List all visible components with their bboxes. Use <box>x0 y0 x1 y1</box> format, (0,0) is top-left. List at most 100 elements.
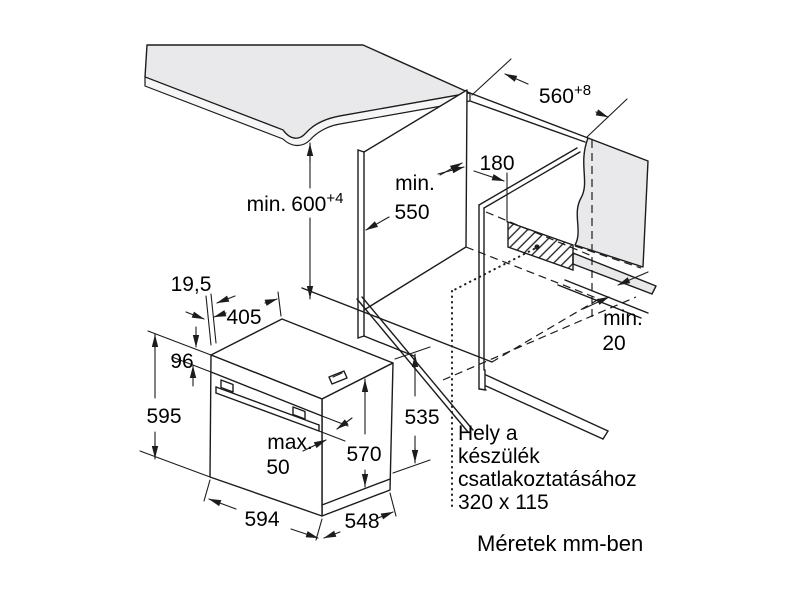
note-line-1: Hely a <box>458 422 518 445</box>
dim-rear-height: 535 <box>392 346 440 474</box>
ext-line <box>139 450 211 478</box>
units-note: Méretek mm-ben <box>477 531 643 556</box>
handle-bracket-right <box>292 406 306 420</box>
niche-top-cap <box>357 149 365 153</box>
dim-arrow <box>213 310 227 318</box>
rear-wall-panel <box>574 137 649 268</box>
right-plinth-bottom <box>485 385 604 440</box>
ext-line <box>147 330 212 356</box>
ext-line <box>394 346 431 360</box>
ext-line <box>315 518 323 541</box>
dimension-lines: 560+8 180 min. 550 min.600+4 <box>139 58 649 541</box>
ext-line <box>277 291 282 317</box>
right-wall-top-edge-2 <box>483 151 581 209</box>
right-cabinet <box>478 147 609 440</box>
dim-oven-width: 594 <box>203 479 323 541</box>
rear-wall <box>557 137 657 319</box>
dim-label-550: 550 <box>394 201 429 224</box>
dim-rear-gap: min. 20 <box>582 271 649 355</box>
countertop-edge-right-2 <box>469 100 586 143</box>
dim-label-50: 50 <box>266 456 289 479</box>
niche-plinth <box>363 335 415 357</box>
dim-label-19-5: 19,5 <box>171 273 212 296</box>
note-line-4: 320 x 115 <box>458 491 549 514</box>
countertop <box>144 44 589 147</box>
hidden-floor-back <box>465 246 600 300</box>
handle-bar-top <box>215 386 320 426</box>
dim-label-600: min.600+4 <box>247 190 344 216</box>
side-grip-inner <box>332 372 343 378</box>
dim-label-594: 594 <box>244 508 279 531</box>
dim-arrow <box>473 170 505 182</box>
hidden-lines <box>442 140 637 381</box>
right-plinth-cap <box>602 430 609 440</box>
ext-line <box>586 98 628 138</box>
leader-diagonal <box>451 248 535 292</box>
dim-label-min: min. <box>395 172 435 195</box>
niche-floor-front-edge <box>301 287 493 363</box>
ext-line <box>471 58 512 96</box>
connection-area <box>507 221 574 271</box>
dim-top-offset: 19,5 <box>171 273 236 346</box>
dim-oven-height: 595 <box>139 330 212 478</box>
control-panel-line <box>210 371 323 417</box>
rear-floor-edge-1 <box>564 279 649 314</box>
dim-arrow <box>365 216 390 231</box>
dim-arrow <box>323 530 341 539</box>
leader-dotted <box>451 248 535 508</box>
dim-handle-clearance: max. 50 <box>266 415 353 479</box>
right-wall-top-edge-1 <box>478 147 578 206</box>
dim-arrow <box>302 439 327 452</box>
dim-arrow <box>617 271 649 286</box>
dim-arrow <box>208 498 237 510</box>
ext-line <box>318 430 346 442</box>
oven <box>209 318 394 517</box>
ext-line <box>205 295 212 346</box>
connection-point-dot <box>534 244 540 250</box>
dim-panel-height: 96 <box>170 326 212 387</box>
dim-arrow <box>216 295 236 304</box>
dim-arrow <box>264 298 278 306</box>
ext-line <box>171 356 212 373</box>
dim-label-180: 180 <box>479 152 514 175</box>
handle-bar-bottom <box>215 392 320 432</box>
dim-oven-depth: 548 <box>323 492 397 539</box>
niche-side-panel <box>363 89 468 311</box>
dim-arrow <box>336 417 353 430</box>
dim-body-height: 570 <box>346 378 382 488</box>
dim-label-548: 548 <box>344 510 379 533</box>
hidden-base-diagonal <box>442 296 637 381</box>
right-plinth-top <box>485 374 609 432</box>
ext-line <box>210 293 217 344</box>
dim-niche-width: 560+8 <box>471 58 628 138</box>
dim-label-20: 20 <box>602 332 625 355</box>
hidden-shelf-top <box>485 211 593 257</box>
dim-label-535: 535 <box>404 406 439 429</box>
dim-label-570: 570 <box>346 443 381 466</box>
dim-arrow <box>595 109 609 118</box>
right-wall-foot-cap <box>478 388 487 391</box>
dim-label-96: 96 <box>170 350 193 373</box>
dim-arrow <box>185 311 205 320</box>
dim-label-560: 560+8 <box>539 82 591 108</box>
connection-note: Hely a készülék csatlakoztatásához 320 x… <box>458 422 637 514</box>
dim-niche-depth: min. 550 <box>365 162 463 231</box>
dim-label-max: max. <box>267 431 313 454</box>
dim-label-595: 595 <box>146 405 181 428</box>
niche-foot-cap <box>357 335 365 339</box>
vent-hatch-area <box>507 221 574 271</box>
dim-arrow <box>439 162 463 176</box>
ext-line <box>392 459 431 474</box>
dim-label-min2: min. <box>603 307 643 330</box>
countertop-edge-right-1 <box>469 92 589 139</box>
dim-arrow <box>290 528 319 539</box>
dim-label-405: 405 <box>226 306 261 329</box>
ext-line <box>203 479 211 502</box>
ext-line <box>389 492 397 517</box>
note-line-3: csatlakoztatásához <box>458 468 637 491</box>
dim-top-depth: 405 <box>213 291 282 329</box>
note-line-2: készülék <box>458 445 540 468</box>
niche-cabinet <box>301 89 493 433</box>
